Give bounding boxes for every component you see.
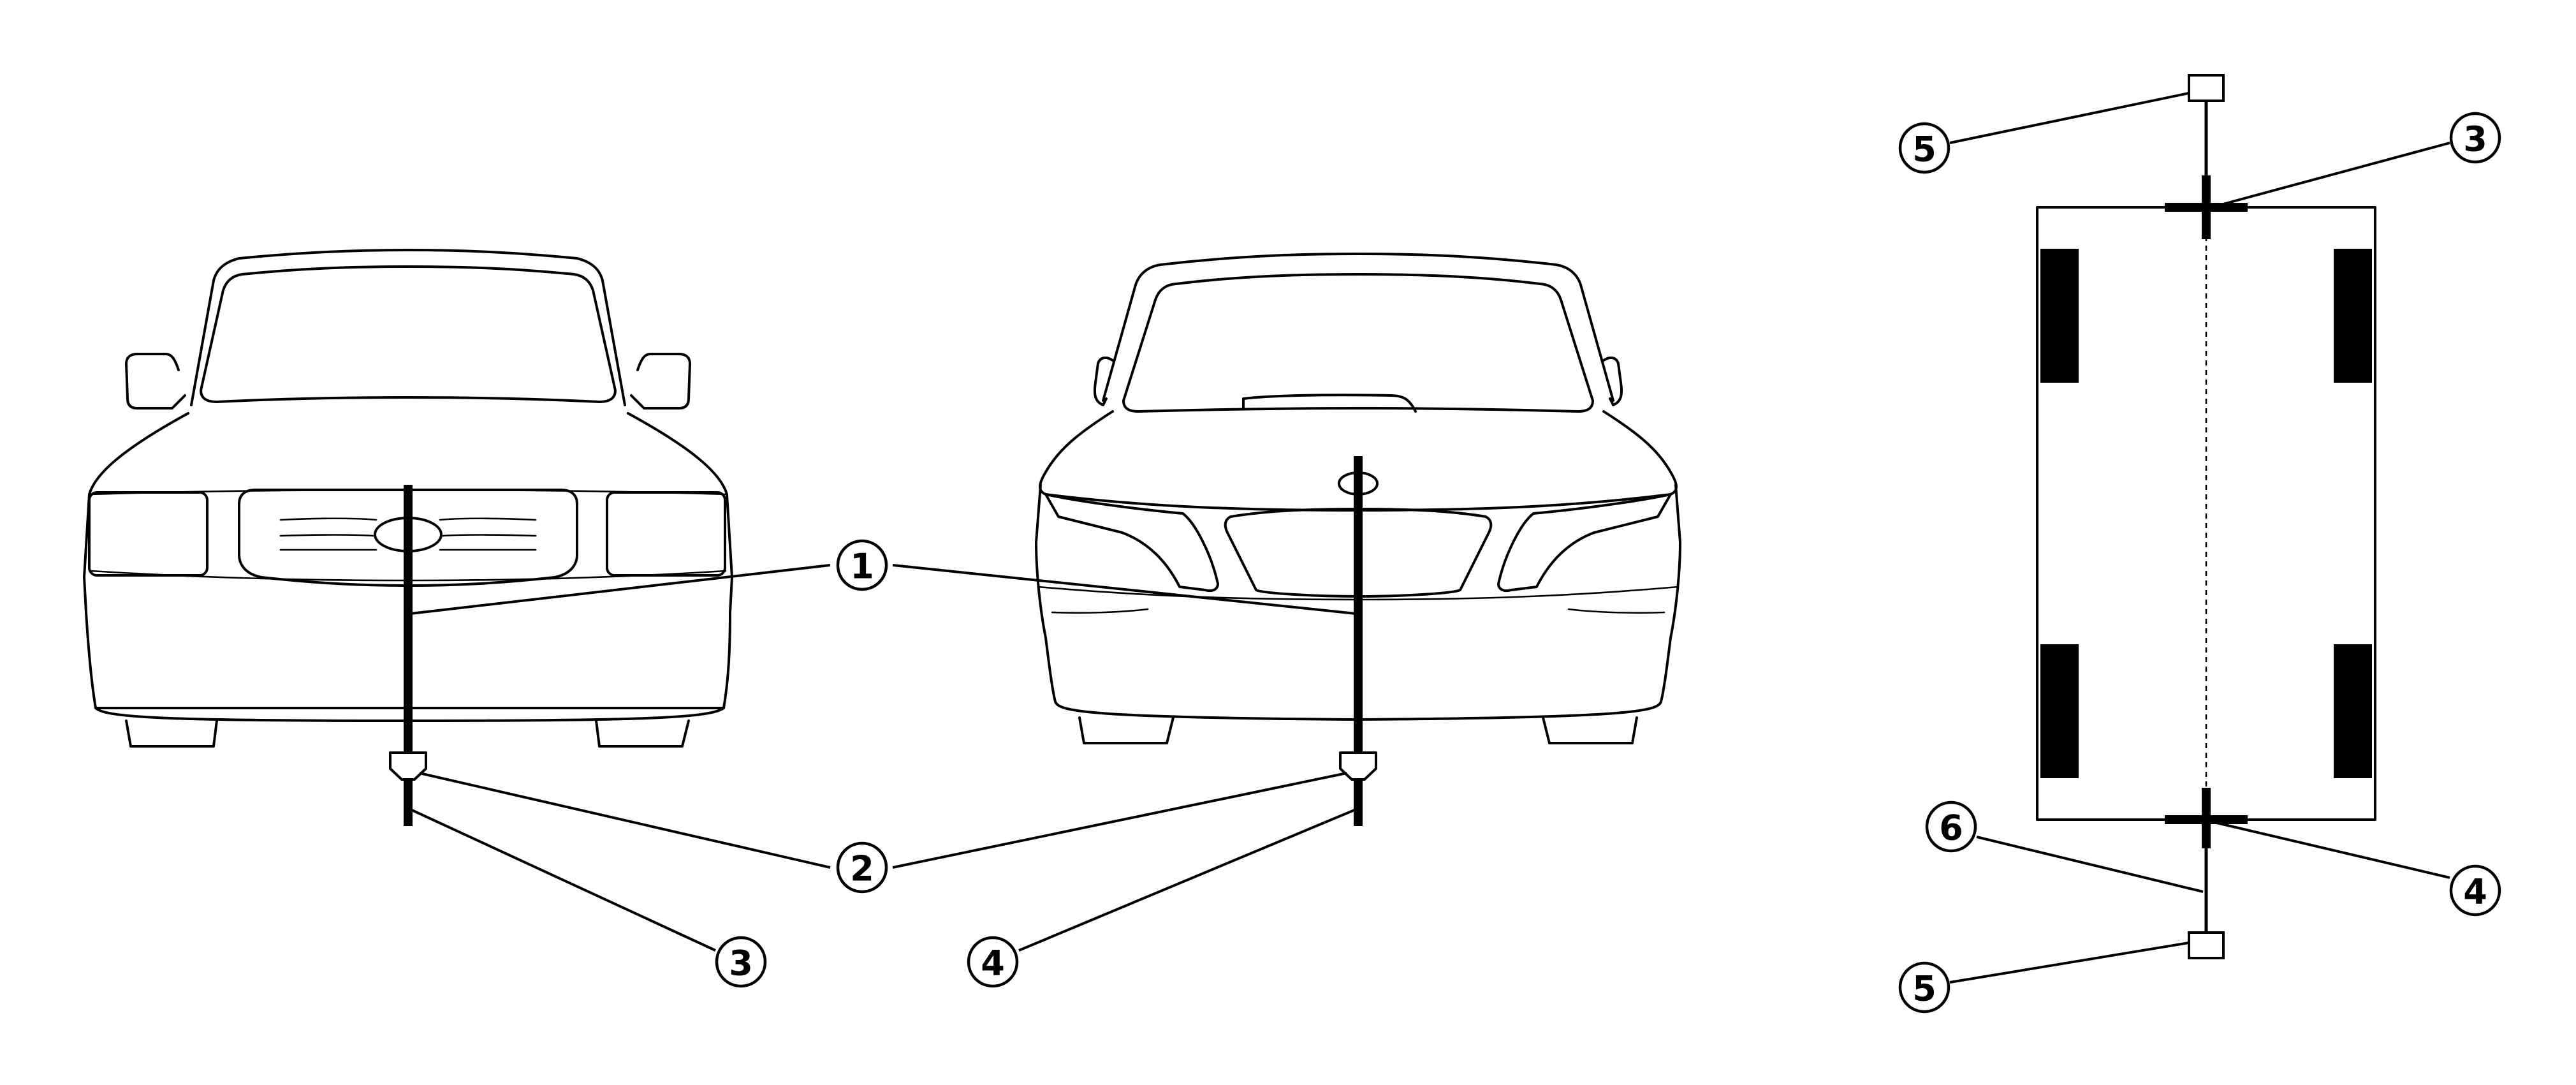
callout-2-label: 2 <box>850 849 874 889</box>
pickup-windshield <box>200 265 617 403</box>
callout-5-top-label: 5 <box>1912 129 1936 170</box>
sedan-grille <box>1224 508 1493 598</box>
leader-lines <box>410 92 2450 984</box>
sedan-mirror-left <box>1093 356 1114 406</box>
leader-5-top <box>1949 92 2190 144</box>
pickup-grille-bar-4 <box>439 517 537 521</box>
leader-3b <box>2211 142 2450 209</box>
pickup-headlight-right <box>606 491 726 577</box>
leader-4b <box>2211 820 2450 879</box>
sedan-wiper <box>1242 394 1417 413</box>
pickup-grille <box>238 489 578 587</box>
leader-1-to-sedan <box>892 564 1356 615</box>
callout-1-label: 1 <box>850 547 874 587</box>
leader-5-bottom <box>1949 941 2190 984</box>
pickup-tire-right <box>595 720 690 748</box>
top-view-vehicle <box>2036 74 2376 959</box>
front-view-pickup <box>83 249 733 826</box>
callout-5-bottom: 5 <box>1898 961 1950 1014</box>
sedan-vent-right <box>1567 608 1665 614</box>
pickup-grille-bar-5 <box>442 534 537 537</box>
sedan-headlight-right <box>1497 493 1672 593</box>
callout-3b: 3 <box>2449 112 2501 164</box>
top-view-stake-front <box>2188 74 2225 102</box>
leader-2-to-pickup <box>419 772 831 869</box>
sedan-cabin <box>1102 253 1614 402</box>
callouts: 1 2 3 4 5 3 6 4 <box>715 112 2501 1014</box>
pickup-plumb-bob <box>389 751 427 781</box>
callout-5-top: 5 <box>1898 122 1950 174</box>
sedan-vent-left <box>1051 608 1149 614</box>
leader-3a <box>411 809 716 952</box>
pickup-headlight-left <box>88 491 209 577</box>
pickup-grille-bar-2 <box>279 534 374 537</box>
callout-3b-label: 3 <box>2463 119 2487 159</box>
callout-2: 2 <box>836 841 888 894</box>
callout-4b-label: 4 <box>2463 872 2487 912</box>
callout-4b: 4 <box>2449 864 2501 917</box>
leader-4a <box>1018 809 1355 952</box>
sedan-windshield <box>1122 273 1594 413</box>
front-view-sedan <box>1035 253 1681 826</box>
callout-3a: 3 <box>715 936 767 988</box>
sedan-mirror-right <box>1602 356 1623 406</box>
callout-3a-label: 3 <box>729 943 753 984</box>
sedan-tire-left <box>1078 716 1175 744</box>
pickup-grille-bar-1 <box>279 517 377 521</box>
callout-6: 6 <box>1925 801 1977 853</box>
leader-2-to-sedan <box>892 772 1347 869</box>
callout-5-bottom-label: 5 <box>1912 969 1936 1009</box>
callout-4a-label: 4 <box>981 943 1005 984</box>
pickup-mirror-left <box>125 353 186 410</box>
callout-1: 1 <box>836 539 888 591</box>
top-view-tire-rear-right <box>2334 644 2372 778</box>
top-view-stake-rear <box>2188 931 2225 959</box>
pickup-tire-left <box>125 720 218 748</box>
callout-6-label: 6 <box>1939 808 1963 848</box>
pickup-mirror-right <box>630 353 691 410</box>
pickup-cab <box>190 249 626 406</box>
sedan-plumb-bob <box>1339 751 1377 781</box>
top-view-tire-front-left <box>2040 249 2079 383</box>
sedan-tire-right <box>1542 716 1638 744</box>
leader-6 <box>1976 836 2204 893</box>
callout-4a: 4 <box>967 936 1019 988</box>
sedan-headlight-left <box>1044 493 1219 593</box>
top-view-tire-front-right <box>2334 249 2372 383</box>
top-view-tire-rear-left <box>2040 644 2079 778</box>
leader-1-to-pickup <box>410 564 831 615</box>
